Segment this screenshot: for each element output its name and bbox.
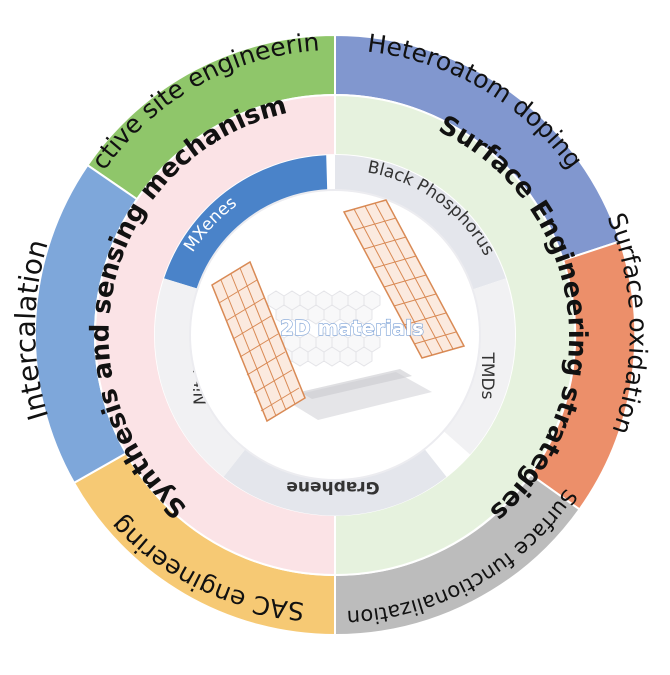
inner-segment-tmds: TMDs [443,278,516,455]
inner-segment-fill [223,449,447,516]
inner-segment-fill [164,155,328,289]
center-label-2d-materials: 2D materials [280,316,424,340]
outer-segment-intercalation: Intercalation [9,163,139,485]
center-core: 2D materials [189,189,481,481]
inner-segment-graphene: Graphene [223,449,447,516]
inner-segment-fill [443,278,516,455]
hexagon-backdrop [267,290,381,367]
graphene-sheet-floor [282,369,432,420]
center-disc-border [189,189,481,481]
inner-segment-fill [335,155,506,290]
lattice-sheet-left [211,260,306,423]
inner-label-tmds: TMDs [477,352,497,400]
outer-segment-surface-oxidation: Surface oxidation [529,209,653,511]
lattice-sheet-right [342,199,466,359]
inner-label-graphene: Graphene [286,477,379,497]
